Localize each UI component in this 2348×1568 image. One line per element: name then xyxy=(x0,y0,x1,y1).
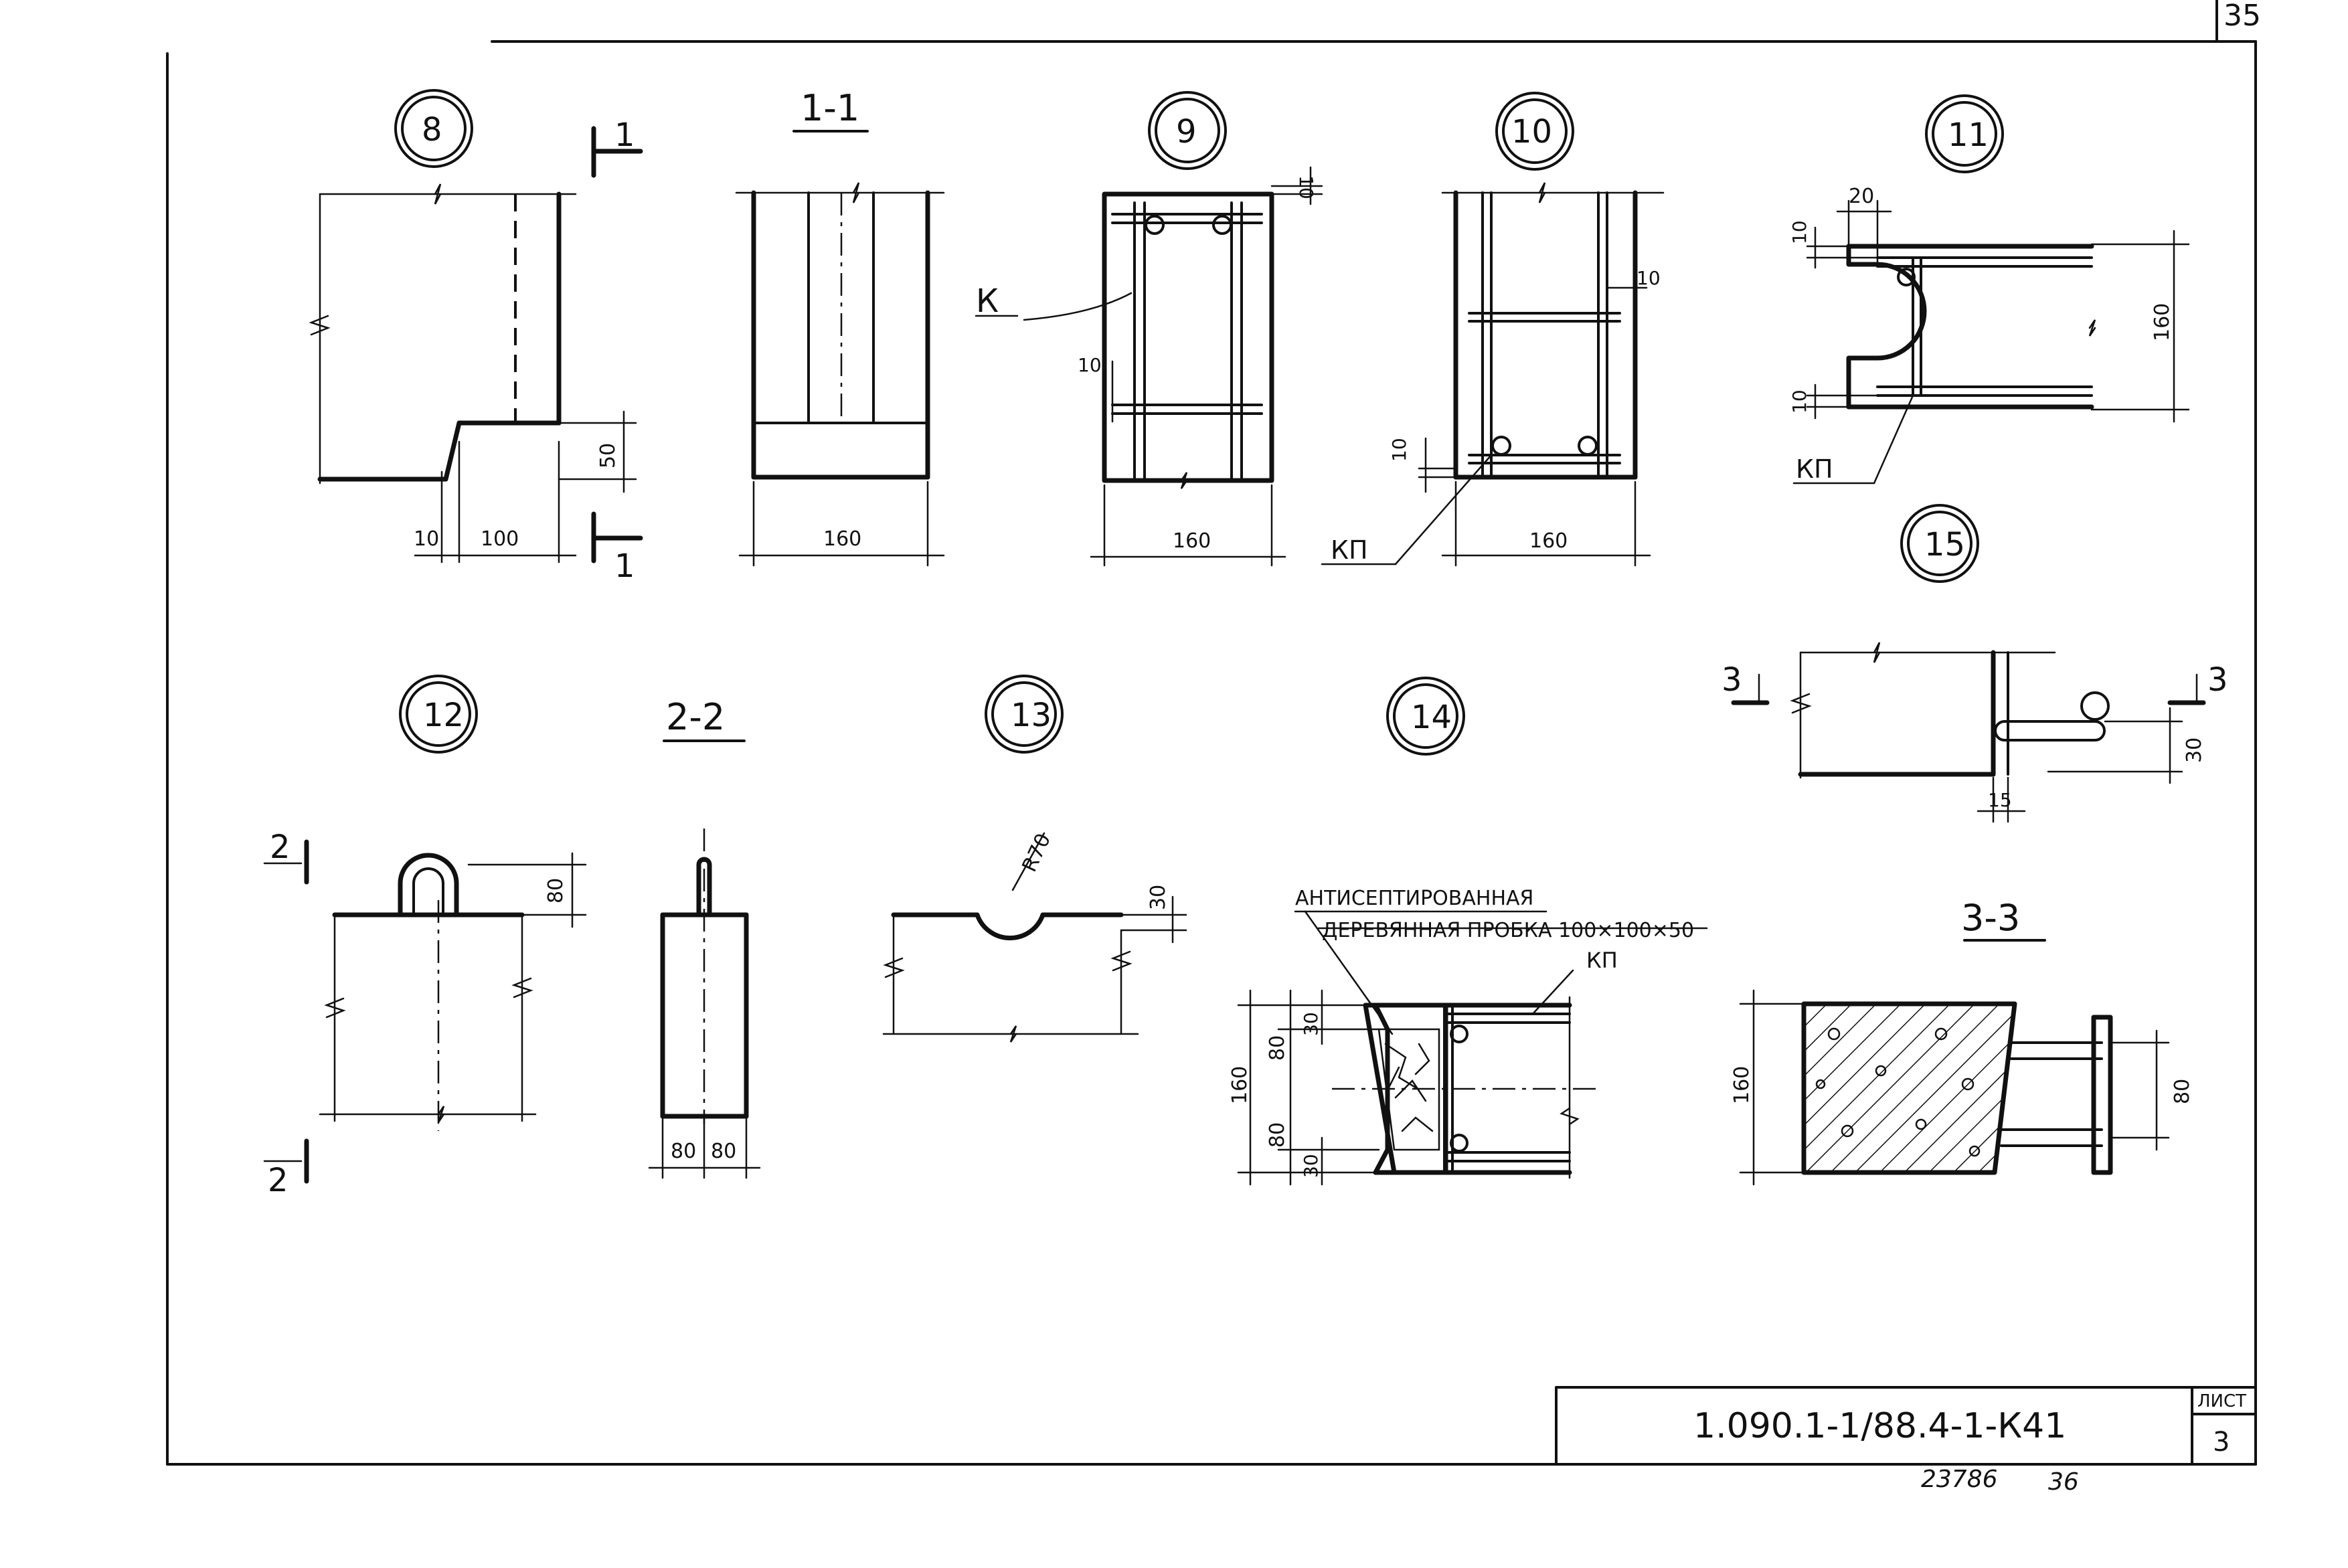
dim-80-d14-top: 80 xyxy=(1266,1035,1289,1061)
detail-15 xyxy=(1731,504,2206,823)
dim-30-d15: 30 xyxy=(2183,737,2206,763)
inventory-suffix: 36 xyxy=(2048,1468,2079,1496)
detail-11-number: 11 xyxy=(1948,116,1989,154)
label-kp-d11: КП xyxy=(1796,454,1833,484)
detail-10 xyxy=(1321,92,1665,567)
section-mark-1-top: 1 xyxy=(614,116,635,154)
dim-10-d10-bottom: 10 xyxy=(1388,438,1410,462)
detail-14-number: 14 xyxy=(1411,699,1452,736)
concrete-aggregate xyxy=(1815,1027,1981,1157)
section-1-1-title: 1-1 xyxy=(801,87,859,129)
dim-15-d15: 15 xyxy=(1988,789,2012,811)
detail-10-number: 10 xyxy=(1511,113,1552,151)
title-block xyxy=(1555,1386,2257,1466)
dim-160-d11: 160 xyxy=(2151,303,2174,341)
dim-80-d14-bottom: 80 xyxy=(1266,1122,1289,1148)
page-number: 35 xyxy=(2224,0,2261,33)
section-1-1 xyxy=(735,130,945,567)
detail-12-number: 12 xyxy=(423,697,464,734)
dim-10-d11-bottom: 10 xyxy=(1788,389,1811,414)
sheet-label: ЛИСТ xyxy=(2197,1391,2246,1411)
section-2-2-title: 2-2 xyxy=(666,696,725,738)
label-r70: R70 xyxy=(1018,830,1056,875)
detail-8-number: 8 xyxy=(422,111,442,149)
dim-160-s33: 160 xyxy=(1730,1066,1754,1104)
detail-9-number: 9 xyxy=(1176,113,1197,151)
section-3-3-title: 3-3 xyxy=(1961,897,2020,939)
section-3-3 xyxy=(1739,939,2170,1186)
detail-13 xyxy=(882,675,1187,1043)
detail-9 xyxy=(975,91,1323,567)
section-mark-2-bottom: 2 xyxy=(268,1162,288,1199)
dim-160-d9: 160 xyxy=(1173,529,1211,553)
dim-10: 10 xyxy=(414,527,439,551)
detail-12 xyxy=(263,675,587,1184)
timber-plug xyxy=(1377,1028,1440,1151)
dim-160-s11: 160 xyxy=(823,527,861,551)
detail-11 xyxy=(1792,94,2190,485)
section-mark-1-bottom: 1 xyxy=(614,547,635,585)
detail-8 xyxy=(309,89,643,563)
section-2-2 xyxy=(648,739,761,1179)
label-kp-d10: КП xyxy=(1331,535,1368,565)
dim-80-s22-right: 80 xyxy=(711,1140,736,1163)
dim-10-d10-side: 10 xyxy=(1637,267,1661,289)
dim-80-s22-left: 80 xyxy=(671,1140,696,1163)
dim-100: 100 xyxy=(481,527,519,551)
detail-13-number: 13 xyxy=(1011,697,1052,734)
inventory-number: 23786 xyxy=(1921,1466,1998,1493)
detail-14 xyxy=(1237,677,1708,1186)
label-kp-d14: КП xyxy=(1586,948,1618,973)
sheet-frame xyxy=(166,0,2257,1466)
detail-15-number: 15 xyxy=(1924,526,1965,563)
dim-10-d9-top: 10 xyxy=(1295,175,1317,199)
dim-50: 50 xyxy=(596,443,620,468)
label-k: К xyxy=(976,282,999,320)
section-mark-3-left: 3 xyxy=(1722,661,1742,699)
sheet-code: 1.090.1-1/88.4-1-К41 xyxy=(1693,1406,2066,1446)
dim-80-d12: 80 xyxy=(544,878,568,903)
dim-30-d14-top: 30 xyxy=(1300,1012,1322,1036)
section-mark-3-right: 3 xyxy=(2207,661,2228,699)
sheet-number: 3 xyxy=(2213,1427,2230,1458)
dim-10-d11-top: 10 xyxy=(1788,220,1811,244)
note-line-2: ДЕРЕВЯННАЯ ПРОБКА 100×100×50 xyxy=(1322,919,1694,942)
dim-20-d11: 20 xyxy=(1849,185,1874,208)
dim-10-d9-side: 10 xyxy=(1078,354,1102,376)
dim-160-d10: 160 xyxy=(1529,529,1568,553)
dim-30-d14-bottom: 30 xyxy=(1300,1154,1322,1178)
dim-80-s33: 80 xyxy=(2171,1079,2194,1104)
section-mark-2-top: 2 xyxy=(270,829,290,866)
dim-30-d13: 30 xyxy=(1147,885,1170,910)
note-line-1: АНТИСЕПТИРОВАННАЯ xyxy=(1295,887,1533,910)
dim-160-d14: 160 xyxy=(1228,1066,1252,1104)
